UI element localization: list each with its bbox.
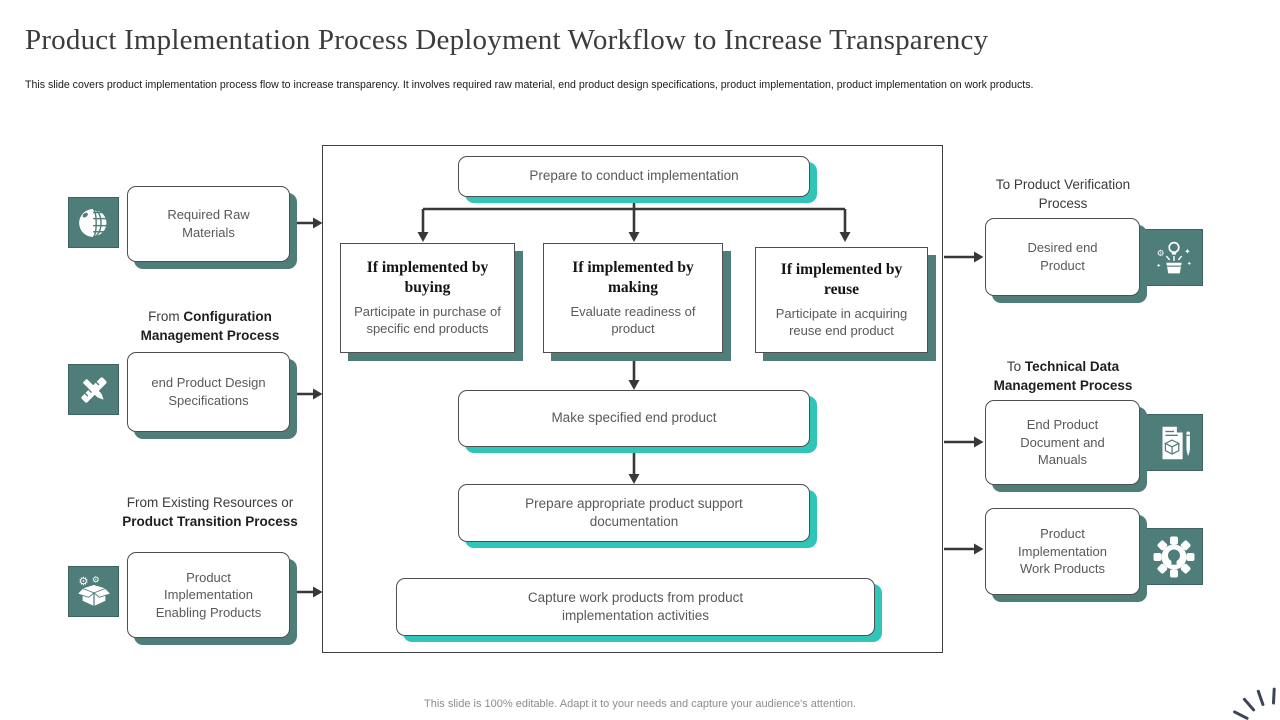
box-gears-icon: ⚙ ⚙: [68, 566, 119, 617]
heading-normal: To: [1006, 359, 1025, 374]
output-label: End Product Document and Manuals: [1020, 417, 1105, 468]
flow-step-prepare: Prepare to conduct implementation: [458, 156, 810, 197]
globe-icon: [68, 197, 119, 248]
svg-text:✦: ✦: [1156, 262, 1161, 269]
flow-branch-reuse: If implemented by reuse Participate in a…: [755, 247, 928, 353]
heading-normal: From: [148, 309, 184, 324]
flow-step-label: Prepare to conduct implementation: [529, 168, 739, 184]
input-label: end Product Design Specifications: [151, 375, 266, 408]
flow-step-capture: Capture work products from product imple…: [396, 578, 875, 636]
flow-step-support-doc: Prepare appropriate product support docu…: [458, 484, 810, 542]
flow-step-make: Make specified end product: [458, 390, 810, 447]
output-box-desired-end-product: Desired end Product: [985, 218, 1140, 296]
output-box-end-product-documents: End Product Document and Manuals: [985, 400, 1140, 485]
heading-bold: Technical Data Management Process: [993, 359, 1133, 393]
left-heading-configuration: From Configuration Management Process: [112, 308, 308, 345]
left-heading-transition: From Existing Resources or Product Trans…: [112, 494, 308, 531]
output-label: Product Implementation Work Products: [1018, 526, 1107, 577]
slide-footer: This slide is 100% editable. Adapt it to…: [424, 698, 856, 710]
heading-normal: From Existing Resources or: [126, 495, 294, 510]
ruler-pencil-icon: [68, 364, 119, 415]
branch-body: Participate in purchase of specific end …: [354, 303, 501, 336]
heading-bold: Product Transition Process: [122, 513, 298, 529]
page-title: Product Implementation Process Deploymen…: [25, 24, 989, 56]
flow-branch-making: If implemented by making Evaluate readin…: [543, 243, 723, 353]
branch-body: Participate in acquiring reuse end produ…: [775, 305, 908, 338]
right-heading-technical-data: To Technical Data Management Process: [977, 358, 1149, 395]
output-box-work-products: Product Implementation Work Products: [985, 508, 1140, 595]
svg-text:⚙: ⚙: [91, 575, 99, 585]
input-box-design-specifications: end Product Design Specifications: [127, 352, 290, 432]
svg-text:✦: ✦: [1184, 247, 1191, 256]
svg-text:✦: ✦: [1186, 260, 1191, 267]
branch-body: Evaluate readiness of product: [570, 303, 696, 336]
input-label: Product Implementation Enabling Products: [155, 569, 262, 620]
right-heading-verification: To Product Verification Process: [977, 176, 1149, 213]
svg-text:⚙: ⚙: [1156, 249, 1164, 259]
heading-normal: To Product Verification Process: [995, 177, 1131, 211]
flow-step-label: Prepare appropriate product support docu…: [525, 495, 743, 529]
branch-title: If implemented by buying: [366, 259, 489, 296]
input-box-required-raw-materials: Required Raw Materials: [127, 186, 290, 262]
input-label: Required Raw Materials: [167, 207, 250, 240]
branch-title: If implemented by reuse: [780, 261, 903, 298]
svg-text:⚙: ⚙: [78, 574, 88, 588]
idea-box-icon: ⚙ ✦ ✦ ✦: [1144, 229, 1203, 286]
output-label: Desired end Product: [1027, 240, 1098, 273]
branch-title: If implemented by making: [572, 259, 694, 296]
flow-step-label: Capture work products from product imple…: [527, 589, 744, 623]
gear-icon: [1144, 528, 1203, 585]
flow-branch-buying: If implemented by buying Participate in …: [340, 243, 515, 353]
flow-step-label: Make specified end product: [551, 410, 717, 426]
slide-subtitle: This slide covers product implementation…: [25, 79, 1034, 91]
input-box-enabling-products: Product Implementation Enabling Products: [127, 552, 290, 638]
document-pen-icon: [1144, 414, 1203, 471]
heading-bold: Configuration Management Process: [140, 309, 280, 343]
